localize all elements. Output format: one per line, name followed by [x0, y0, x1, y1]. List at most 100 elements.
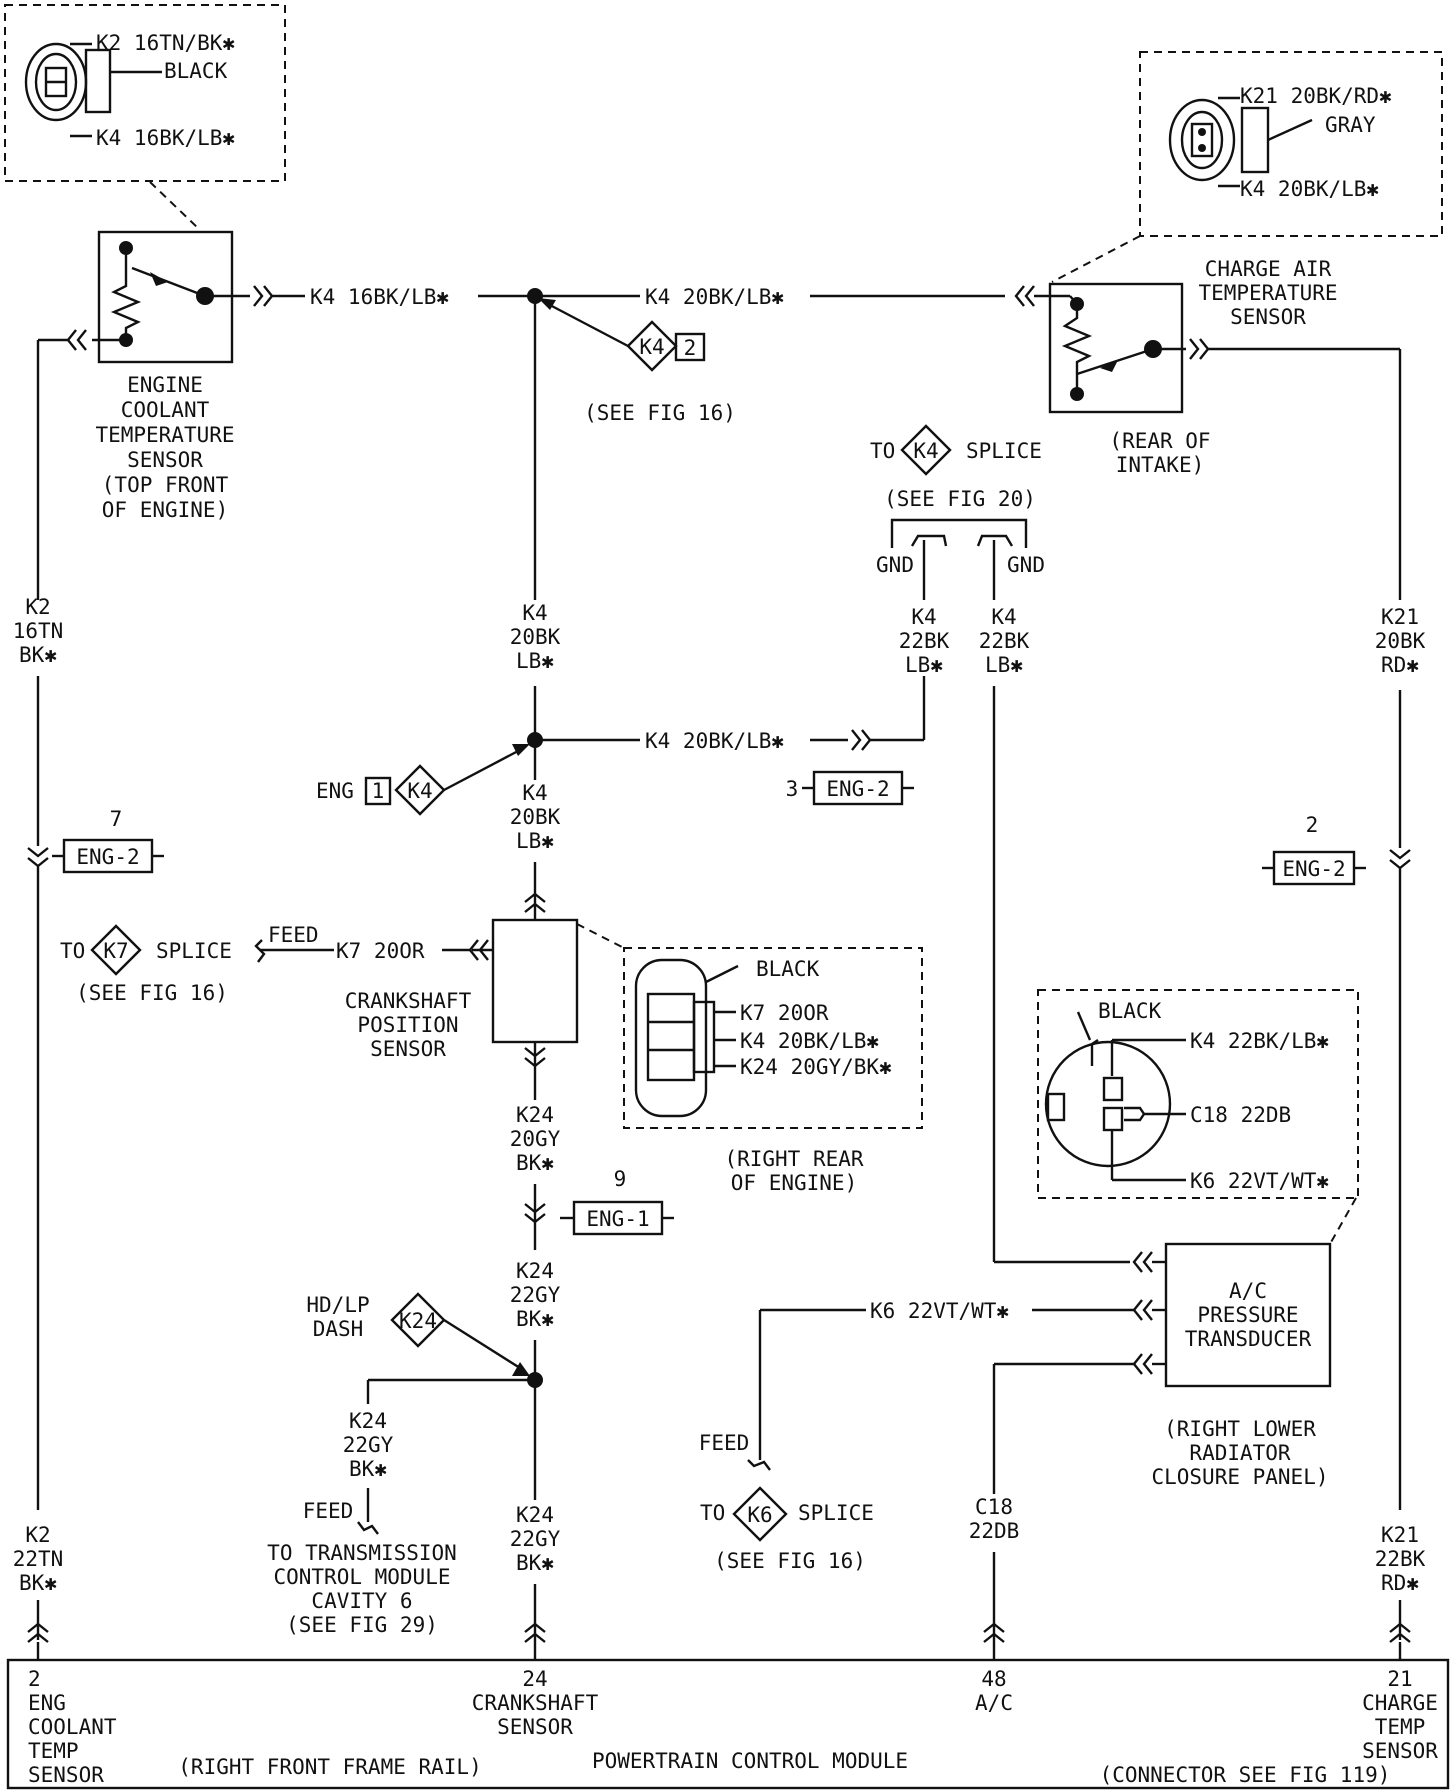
k4-splice-ref: K4 2 (SEE FIG 16)	[538, 298, 736, 425]
eng-k4-diamond: K4	[407, 779, 432, 803]
ac-loc-1: (RIGHT LOWER	[1164, 1417, 1316, 1441]
k4-gnd-splice: TO K4 SPLICE (SEE FIG 20) GND GND K4 22B…	[870, 424, 1045, 677]
wire-k21-bot-1: K21	[1381, 1523, 1419, 1547]
ect-label-4: SENSOR	[127, 448, 203, 472]
ac-label-1: A/C	[1229, 1279, 1267, 1303]
pcm-connector-ref: (CONNECTOR SEE FIG 119)	[1100, 1763, 1391, 1787]
wire-k7: K7 20OR	[336, 939, 425, 963]
wire-k4-v2-1: K4	[522, 781, 547, 805]
ckp-label-1: CRANKSHAFT	[345, 989, 472, 1013]
k7-to: TO	[60, 939, 85, 963]
ckp-conn-color: BLACK	[756, 957, 820, 981]
k6-splice: SPLICE	[798, 1501, 874, 1525]
hdlp-label: HD/LP	[306, 1293, 369, 1317]
ect-sensor: ENGINE COOLANT TEMPERATURE SENSOR (TOP F…	[95, 230, 235, 522]
tcm-4: (SEE FIG 29)	[286, 1613, 438, 1637]
eng2-connector-k2: 7 ENG-2	[52, 807, 164, 874]
eng2-connector-k4: 3 ENG-2	[786, 770, 914, 806]
ect-label-3: TEMPERATURE	[95, 423, 234, 447]
pcm-name: POWERTRAIN CONTROL MODULE	[592, 1749, 908, 1773]
ac-pin-1: K4 22BK/LB✱	[1190, 1029, 1329, 1053]
eng2-connector-k21: 2 ENG-2	[1262, 813, 1366, 886]
pcm-pin21-3: TEMP	[1375, 1715, 1426, 1739]
eng2-c-label: ENG-2	[1282, 857, 1345, 881]
eng2-a-num: 7	[110, 807, 123, 831]
ckp-pin-1: K7 20OR	[740, 1001, 829, 1025]
wire-k4-gnd-a-2: 22BK	[899, 629, 950, 653]
eng-label: ENG	[316, 779, 354, 803]
wire-k6: K6 22VT/WT✱	[870, 1299, 1009, 1323]
cat-label-3: SENSOR	[1230, 305, 1306, 329]
ect-label-1: ENGINE	[127, 373, 203, 397]
wire-k2-bot-3: BK✱	[19, 1571, 57, 1595]
wire-k21-bot-2: 22BK	[1375, 1547, 1426, 1571]
ckp-loc-1: (RIGHT REAR	[724, 1147, 863, 1171]
wire-k2-bot-2: 22TN	[13, 1547, 64, 1571]
wire-k24-d-2: 22GY	[510, 1527, 561, 1551]
pcm-pin21-2: CHARGE	[1362, 1691, 1438, 1715]
ckp-loc-2: OF ENGINE)	[731, 1171, 857, 1195]
pcm-pin24-2: CRANKSHAFT	[472, 1691, 599, 1715]
wire-k4-v1-3: LB✱	[516, 649, 554, 673]
ckp-label-2: POSITION	[357, 1013, 458, 1037]
pcm-pin21-1: 21	[1387, 1667, 1412, 1691]
cat-conn-color: GRAY	[1325, 113, 1376, 137]
ckp-pin-2: K4 20BK/LB✱	[740, 1029, 879, 1053]
k6-feed: FEED	[699, 1431, 750, 1455]
gnd-a: GND	[876, 553, 914, 577]
pcm-pin48-2: A/C	[975, 1691, 1013, 1715]
eng1-num: 9	[614, 1167, 627, 1191]
pcm-pin48-1: 48	[981, 1667, 1006, 1691]
pcm-pin2-4: TEMP	[28, 1739, 79, 1763]
ect-label-2: COOLANT	[121, 398, 210, 422]
ect-label-6: OF ENGINE)	[102, 498, 228, 522]
pcm-pin2-3: COOLANT	[28, 1715, 117, 1739]
wire-k4-gnd-b-1: K4	[991, 605, 1016, 629]
wire-k21-bot-3: RD✱	[1381, 1571, 1419, 1595]
cat-connector-inset: K21 20BK/RD✱ GRAY K4 20BK/LB✱	[1051, 51, 1443, 283]
tcm-2: CONTROL MODULE	[273, 1565, 450, 1589]
wire-k21-top-1: K21	[1381, 605, 1419, 629]
ac-label-3: TRANSDUCER	[1185, 1327, 1312, 1351]
wire-k4-gnd-b-2: 22BK	[979, 629, 1030, 653]
k7-feed: FEED	[268, 923, 319, 947]
pcm-pin2-2: ENG	[28, 1691, 66, 1715]
ect-label-5: (TOP FRONT	[102, 473, 229, 497]
ect-conn-k2: K2 16TN/BK✱	[96, 31, 235, 55]
wire-k24-a-2: 20GY	[510, 1127, 561, 1151]
wire-k4-v2-3: LB✱	[516, 829, 554, 853]
ac-transducer: A/C PRESSURE TRANSDUCER (RIGHT LOWER RAD…	[1151, 1242, 1332, 1489]
see-fig-16-b: (SEE FIG 16)	[76, 981, 228, 1005]
pcm-pin2-1: 2	[28, 1667, 41, 1691]
cat-loc-1: (REAR OF	[1109, 429, 1210, 453]
wire-k24-c-3: BK✱	[349, 1457, 387, 1481]
pcm-pin2-5: SENSOR	[28, 1763, 104, 1787]
wire-k24-a-1: K24	[516, 1103, 554, 1127]
pcm-pin21-4: SENSOR	[1362, 1739, 1438, 1763]
eng1-label: ENG-1	[586, 1207, 649, 1231]
k6-splice-ref: TO K6 SPLICE (SEE FIG 16)	[700, 1486, 874, 1573]
tcm-feed: FEED	[303, 1499, 354, 1523]
pcm-pin24-3: SENSOR	[497, 1715, 573, 1739]
wire-k4-v2-2: 20BK	[510, 805, 561, 829]
see-fig-16-c: (SEE FIG 16)	[714, 1549, 866, 1573]
wire-k24-c-1: K24	[349, 1409, 387, 1433]
wire-k21-top-2: 20BK	[1375, 629, 1426, 653]
wire-k2-bot-1: K2	[25, 1523, 50, 1547]
wire-k24-d-3: BK✱	[516, 1551, 554, 1575]
wire-k4-20-top: K4 20BK/LB✱	[645, 285, 784, 309]
wire-k2-top-2: 16TN	[13, 619, 64, 643]
eng-k4-ref: ENG 1 K4	[316, 744, 530, 816]
wire-k2-top-1: K2	[25, 595, 50, 619]
pcm-block: 2 ENG COOLANT TEMP SENSOR 24 CRANKSHAFT …	[6, 1658, 1450, 1790]
eng2-a-label: ENG-2	[76, 845, 139, 869]
wire-k4-gnd-a-3: LB✱	[905, 653, 943, 677]
cat-sensor: CHARGE AIR TEMPERATURE SENSOR (REAR OF I…	[1048, 257, 1338, 477]
ect-conn-color: BLACK	[164, 59, 228, 83]
wire-k2-top-3: BK✱	[19, 643, 57, 667]
k6-to: TO	[700, 1501, 725, 1525]
ckp-sensor: CRANKSHAFT POSITION SENSOR	[345, 918, 625, 1061]
to-k4-diamond: K4	[913, 439, 938, 463]
ckp-pin-3: K24 20GY/BK✱	[740, 1055, 892, 1079]
